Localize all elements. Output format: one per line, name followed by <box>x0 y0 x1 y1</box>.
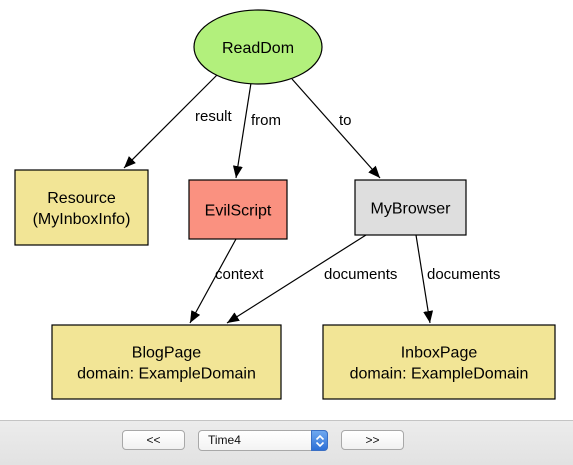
edge-evilscript-to-blogpage <box>189 238 237 324</box>
node-readdom[interactable]: ReadDom <box>193 9 323 85</box>
node-label-blogpage-1: domain: ExampleDomain <box>77 366 256 383</box>
node-label-resource-0: Resource <box>47 190 116 207</box>
node-label-blogpage-0: BlogPage <box>132 345 201 362</box>
node-shape-resource <box>14 169 149 246</box>
node-shape-mybrowser <box>354 179 467 236</box>
node-blogpage[interactable]: BlogPage domain: ExampleDomain <box>51 324 282 400</box>
node-evilscript[interactable]: EvilScript <box>188 179 288 240</box>
edge-label-mybrowser-to-inboxpage: documents <box>427 266 500 283</box>
edge-mybrowser-to-inboxpage <box>415 234 434 324</box>
time-select[interactable]: Time4 <box>198 430 328 451</box>
node-label-mybrowser-0: MyBrowser <box>370 201 451 218</box>
previous-time-button[interactable]: << <box>122 430 185 450</box>
select-arrows-icon[interactable] <box>311 430 328 451</box>
node-shape-readdom <box>193 9 323 85</box>
edge-label-readdom-to-resource: result <box>195 108 233 125</box>
edge-label-readdom-to-evilscript: from <box>251 112 281 129</box>
node-label-readdom-0: ReadDom <box>222 40 294 57</box>
edges-layer <box>123 74 434 324</box>
time-select-value: Time4 <box>208 433 241 447</box>
edge-label-mybrowser-to-blogpage: documents <box>324 266 397 283</box>
node-label-resource-1: (MyInboxInfo) <box>33 211 131 228</box>
node-label-inboxpage-1: domain: ExampleDomain <box>350 366 529 383</box>
edge-readdom-to-evilscript <box>232 82 252 179</box>
edge-label-evilscript-to-blogpage: context <box>215 266 264 283</box>
node-mybrowser[interactable]: MyBrowser <box>354 179 467 236</box>
next-time-button[interactable]: >> <box>341 430 404 450</box>
node-label-inboxpage-0: InboxPage <box>401 345 478 362</box>
edge-mybrowser-to-blogpage <box>226 234 367 324</box>
node-inboxpage[interactable]: InboxPage domain: ExampleDomain <box>322 324 556 400</box>
edge-label-readdom-to-mybrowser: to <box>339 112 352 129</box>
node-shape-inboxpage <box>322 324 556 400</box>
node-label-evilscript-0: EvilScript <box>205 203 272 220</box>
node-shape-blogpage <box>51 324 282 400</box>
node-shape-evilscript <box>188 179 288 240</box>
edge-readdom-to-mybrowser <box>291 78 381 179</box>
edge-readdom-to-resource <box>123 74 218 169</box>
time-navigation-bar: << Time4 >> <box>0 420 573 465</box>
edge-labels-layer: result from to context documents documents <box>195 108 500 283</box>
node-resource[interactable]: Resource (MyInboxInfo) <box>14 169 149 246</box>
